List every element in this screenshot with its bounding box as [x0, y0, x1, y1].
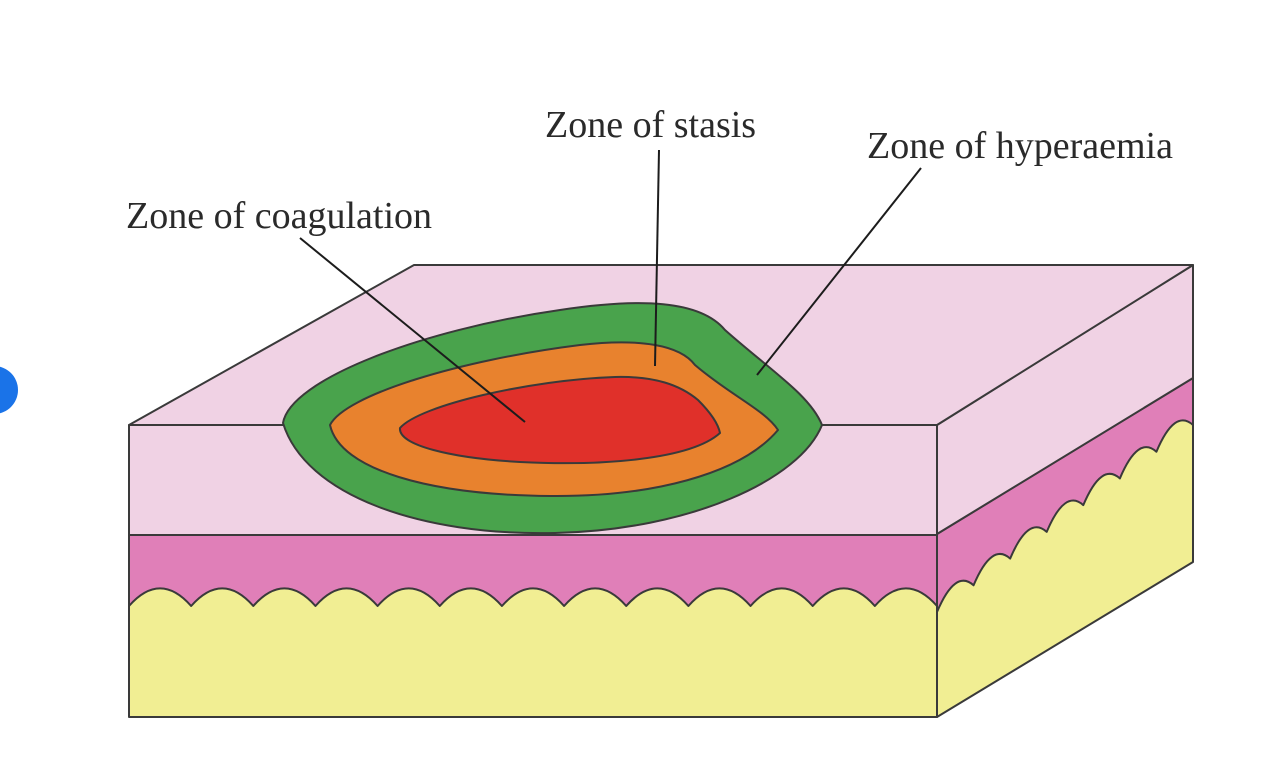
coagulation-zone — [399, 375, 721, 465]
hyperaemia-label: Zone of hyperaemia — [867, 125, 1173, 167]
side-dermis-layer — [936, 377, 1194, 613]
side-marker-dot — [0, 366, 18, 414]
stasis-leader-line — [654, 149, 660, 367]
stasis-label: Zone of stasis — [545, 104, 756, 146]
coagulation-label: Zone of coagulation — [126, 195, 432, 237]
hyperaemia-leader-line — [756, 167, 922, 376]
coagulation-leader-line — [299, 237, 526, 423]
front-dermis-layer — [128, 533, 938, 607]
